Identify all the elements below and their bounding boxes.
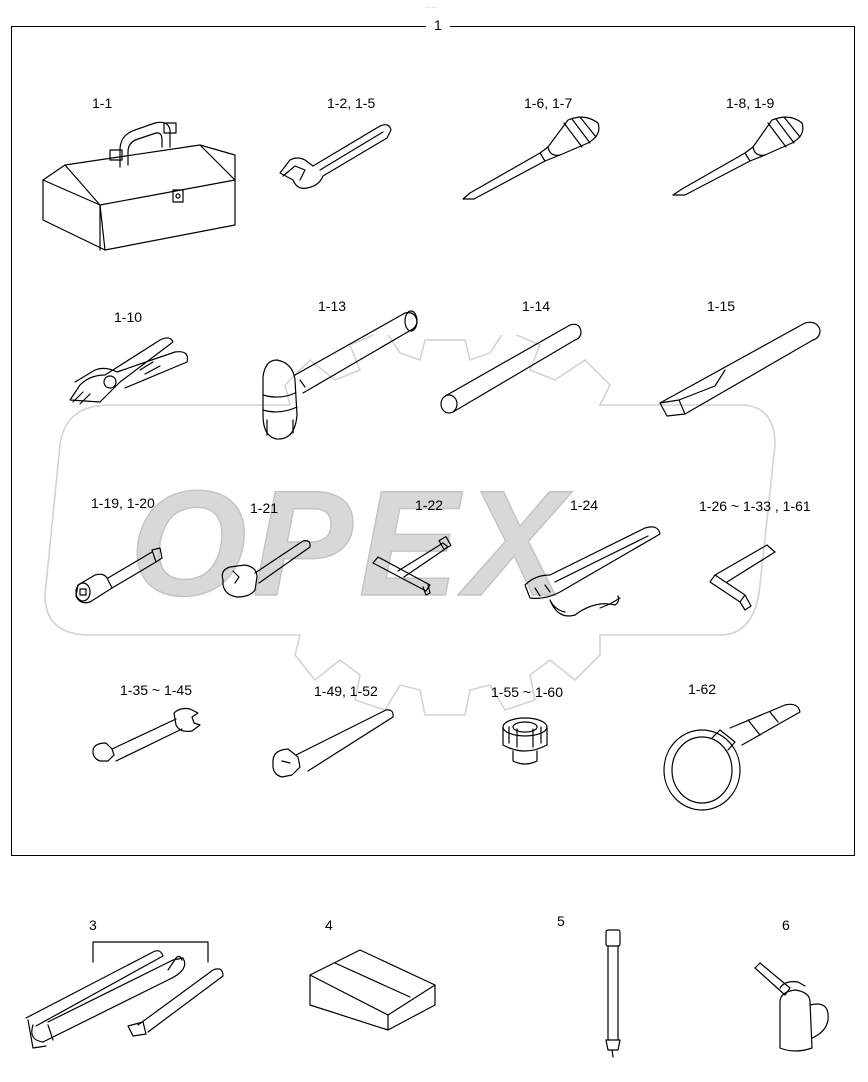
pry-bar-icon — [659, 321, 821, 417]
label-1-62: 1-62 — [688, 681, 717, 697]
label-1-24: 1-24 — [570, 497, 599, 513]
adjustable-wrench-icon — [279, 124, 392, 189]
t-wrench-icon — [372, 536, 452, 596]
ratchet-handle-icon — [221, 540, 311, 598]
label-1-2-1-5: 1-2, 1-5 — [327, 95, 376, 111]
hex-key-icon — [709, 544, 776, 611]
chain-wrench-icon — [524, 526, 661, 617]
grease-gun-icon — [25, 941, 224, 1049]
round-bar-icon — [440, 323, 582, 414]
socket-icon — [502, 717, 548, 765]
group-number-label: 1 — [426, 17, 450, 33]
label-1-49-1-52: 1-49, 1-52 — [314, 683, 378, 699]
label-1-21: 1-21 — [250, 500, 279, 516]
grease-tube-icon — [605, 929, 621, 1058]
pliers-icon — [69, 337, 189, 405]
tool-box-icon — [42, 121, 236, 251]
label-1-35-1-45: 1-35 ~ 1-45 — [120, 682, 192, 698]
label-1-10: 1-10 — [114, 309, 143, 325]
label-1-15: 1-15 — [707, 298, 736, 314]
label-1-6-1-7: 1-6, 1-7 — [524, 95, 573, 111]
single-open-wrench-icon — [272, 709, 394, 778]
label-5: 5 — [557, 913, 565, 929]
carton-box-icon — [309, 949, 436, 1031]
filter-wrench-icon — [663, 703, 801, 811]
cross-screwdriver-icon — [672, 116, 804, 196]
label-4: 4 — [325, 917, 333, 933]
label-1-55-1-60: 1-55 ~ 1-60 — [491, 684, 563, 700]
oil-can-icon — [754, 962, 829, 1052]
label-1-19-1-20: 1-19, 1-20 — [91, 495, 155, 511]
label-1-8-1-9: 1-8, 1-9 — [726, 95, 775, 111]
hammer-icon — [262, 310, 418, 440]
label-1-26-1-33-1-61: 1-26 ~ 1-33 , 1-61 — [699, 498, 811, 514]
label-1-14: 1-14 — [522, 298, 551, 314]
label-6: 6 — [782, 917, 790, 933]
label-1-13: 1-13 — [318, 298, 347, 314]
fine-print: ··· ····· — [425, 5, 437, 10]
label-3: 3 — [89, 917, 97, 933]
extension-bar-icon — [75, 547, 163, 604]
label-1-22: 1-22 — [415, 497, 444, 513]
flat-screwdriver-icon — [462, 116, 600, 200]
double-open-wrench-icon — [92, 707, 201, 762]
label-1-1: 1-1 — [92, 95, 113, 111]
